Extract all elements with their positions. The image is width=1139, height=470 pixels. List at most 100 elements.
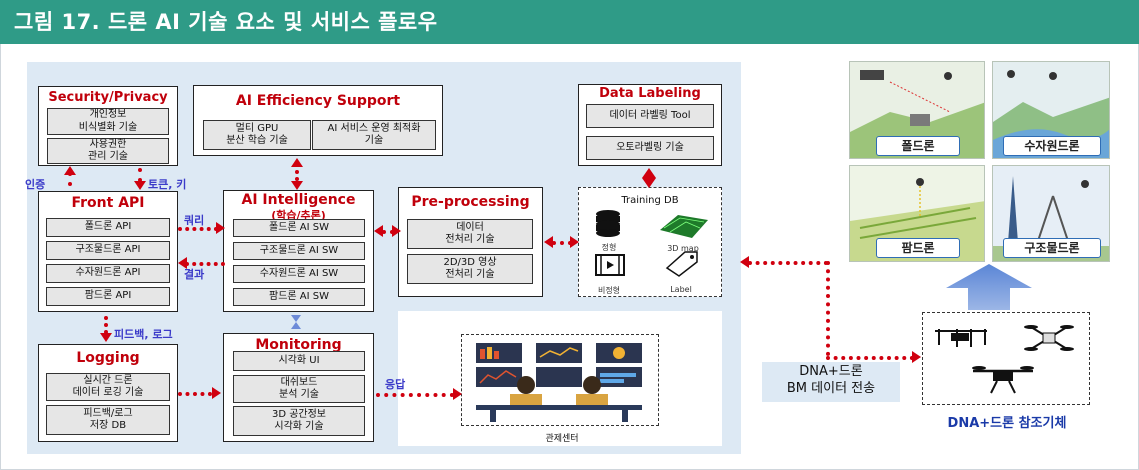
control-center-label: 관제센터 bbox=[545, 434, 579, 444]
front-api-title: Front API bbox=[71, 195, 145, 211]
result-label: 결과 bbox=[184, 268, 205, 281]
ai-intelligence-box: AI Intelligence (학습/추론) 폴드론 AI SW 구조물드론 … bbox=[223, 190, 374, 312]
query-label: 쿼리 bbox=[184, 214, 205, 227]
drone-name: 수자원드론 bbox=[1003, 136, 1101, 156]
data-transfer-label: DNA+드론 BM 데이터 전송 bbox=[762, 362, 900, 402]
logging-title: Logging bbox=[76, 350, 140, 366]
logging-box: Logging 실시간 드론 데이터 로깅 기술 피드백/로그 저장 DB bbox=[38, 344, 178, 442]
labeling-item: 오토라벨링 기술 bbox=[586, 136, 714, 160]
arrow-head bbox=[544, 236, 553, 248]
database-icon bbox=[596, 210, 620, 237]
front-api-box: Front API 폴드론 API 구조물드론 API 수자원드론 API 팜드… bbox=[38, 191, 178, 312]
training-db-title: Training DB bbox=[621, 195, 679, 206]
reference-drones-label: DNA+드론 참조기체 bbox=[947, 416, 1067, 431]
arrow-head bbox=[291, 158, 303, 167]
intelligence-item: 수자원드론 AI SW bbox=[233, 265, 365, 283]
drone-icon bbox=[935, 329, 987, 347]
feedback-arrow bbox=[104, 316, 108, 334]
training-db-label: 정형 bbox=[601, 243, 617, 252]
drone-thumbnail: 구조물드론 bbox=[992, 165, 1110, 262]
auth-label: 인증 bbox=[25, 178, 46, 191]
query-arrow bbox=[178, 227, 218, 231]
arrow-head bbox=[216, 222, 225, 234]
arrow-head bbox=[134, 181, 146, 190]
data-labeling-box: Data Labeling 데이터 라벨링 Tool 오토라벨링 기술 bbox=[578, 84, 722, 166]
drone-thumbnail: 팜드론 bbox=[849, 165, 985, 262]
front-api-item: 폴드론 API bbox=[46, 218, 170, 237]
intelligence-item: 팜드론 AI SW bbox=[233, 288, 365, 306]
intelligence-preprocessing-arrow bbox=[382, 230, 394, 234]
monitoring-item: 대쉬보드 분석 기술 bbox=[233, 375, 365, 403]
drone-name: 구조물드론 bbox=[1003, 238, 1101, 258]
arrow-head bbox=[453, 388, 462, 400]
figure-title: 그림 17. 드론 AI 기술 요소 및 서비스 플로우 bbox=[0, 0, 1139, 44]
security-privacy-box: Security/Privacy 개인정보 비식별화 기술 사용권한 관리 기술 bbox=[38, 86, 178, 166]
security-item: 사용권한 관리 기술 bbox=[47, 138, 169, 164]
intelligence-subtitle: (학습/추론) bbox=[271, 209, 326, 222]
logging-monitoring-arrow bbox=[178, 392, 212, 396]
monitoring-title: Monitoring bbox=[255, 337, 342, 353]
monitoring-item: 3D 공간정보 시각화 기술 bbox=[233, 406, 365, 436]
intelligence-title: AI Intelligence bbox=[241, 192, 356, 208]
arrow-head bbox=[212, 387, 221, 399]
reference-drones-box bbox=[922, 312, 1090, 405]
preprocessing-box: Pre-processing 데이터 전처리 기술 2D/3D 영상 전처리 기… bbox=[398, 187, 543, 297]
token-arrow bbox=[138, 168, 142, 182]
preprocessing-item: 2D/3D 영상 전처리 기술 bbox=[407, 254, 533, 284]
preprocessing-db-arrow bbox=[552, 241, 572, 245]
intelligence-item: 폴드론 AI SW bbox=[233, 219, 365, 237]
labeling-title: Data Labeling bbox=[599, 86, 701, 101]
labeling-item: 데이터 라벨링 Tool bbox=[586, 104, 714, 128]
front-api-item: 팜드론 API bbox=[46, 287, 170, 306]
result-arrow bbox=[185, 262, 225, 266]
ai-efficiency-box: AI Efficiency Support 멀티 GPU 분산 학습 기술 AI… bbox=[193, 85, 443, 156]
training-db-label: 비정형 bbox=[597, 286, 621, 295]
auth-arrow bbox=[68, 172, 72, 186]
training-db-label: 3D map bbox=[667, 244, 699, 253]
drone-name: 폴드론 bbox=[876, 136, 960, 156]
efficiency-item: AI 서비스 운영 최적화 기술 bbox=[312, 120, 436, 150]
drone-data-arrow-v bbox=[826, 261, 830, 356]
up-arrow-icon bbox=[946, 264, 1032, 310]
preprocessing-title: Pre-processing bbox=[411, 194, 530, 210]
drone-data-arrow-h1 bbox=[748, 261, 828, 265]
arrow-head bbox=[374, 225, 383, 237]
response-arrow bbox=[376, 393, 454, 397]
security-item: 개인정보 비식별화 기술 bbox=[47, 108, 169, 135]
front-api-item: 구조물드론 API bbox=[46, 241, 170, 260]
token-label: 토큰, 키 bbox=[148, 178, 187, 191]
video-icon bbox=[595, 254, 625, 276]
efficiency-title: AI Efficiency Support bbox=[235, 93, 401, 109]
drone-icon bbox=[1024, 325, 1074, 351]
arrow-head bbox=[740, 256, 749, 268]
preprocessing-item: 데이터 전처리 기술 bbox=[407, 219, 533, 249]
arrow-head bbox=[392, 225, 401, 237]
drone-icon bbox=[972, 366, 1034, 394]
response-label: 응답 bbox=[385, 378, 406, 391]
security-title: Security/Privacy bbox=[48, 90, 168, 105]
arrow-head bbox=[570, 236, 579, 248]
efficiency-item: 멀티 GPU 분산 학습 기술 bbox=[203, 120, 311, 150]
control-room-illustration bbox=[476, 343, 642, 422]
logging-item: 실시간 드론 데이터 로깅 기술 bbox=[46, 373, 170, 401]
efficiency-intelligence-arrow bbox=[295, 163, 299, 181]
arrow-head bbox=[64, 166, 76, 175]
control-center-box bbox=[461, 334, 659, 426]
front-api-item: 수자원드론 API bbox=[46, 264, 170, 283]
monitoring-item: 시각화 UI bbox=[233, 351, 365, 371]
training-db-box: Training DB 정형 3D map 비정형 Label bbox=[578, 187, 722, 297]
intelligence-item: 구조물드론 AI SW bbox=[233, 242, 365, 260]
drone-data-arrow-h2 bbox=[826, 356, 914, 360]
monitoring-box: Monitoring 시각화 UI 대쉬보드 분석 기술 3D 공간정보 시각화… bbox=[223, 333, 374, 442]
arrow-head bbox=[100, 333, 112, 342]
drone-thumbnail: 수자원드론 bbox=[992, 61, 1110, 159]
arrow-head bbox=[178, 257, 187, 269]
logging-item: 피드백/로그 저장 DB bbox=[46, 405, 170, 435]
arrow-head bbox=[291, 181, 303, 190]
drone-thumbnail: 폴드론 bbox=[849, 61, 985, 159]
arrow-head bbox=[912, 351, 921, 363]
drone-name: 팜드론 bbox=[876, 238, 960, 258]
label-tag-icon bbox=[665, 251, 698, 277]
intelligence-monitoring-connector-icon bbox=[291, 315, 301, 329]
labeling-db-connector-icon bbox=[642, 168, 656, 188]
